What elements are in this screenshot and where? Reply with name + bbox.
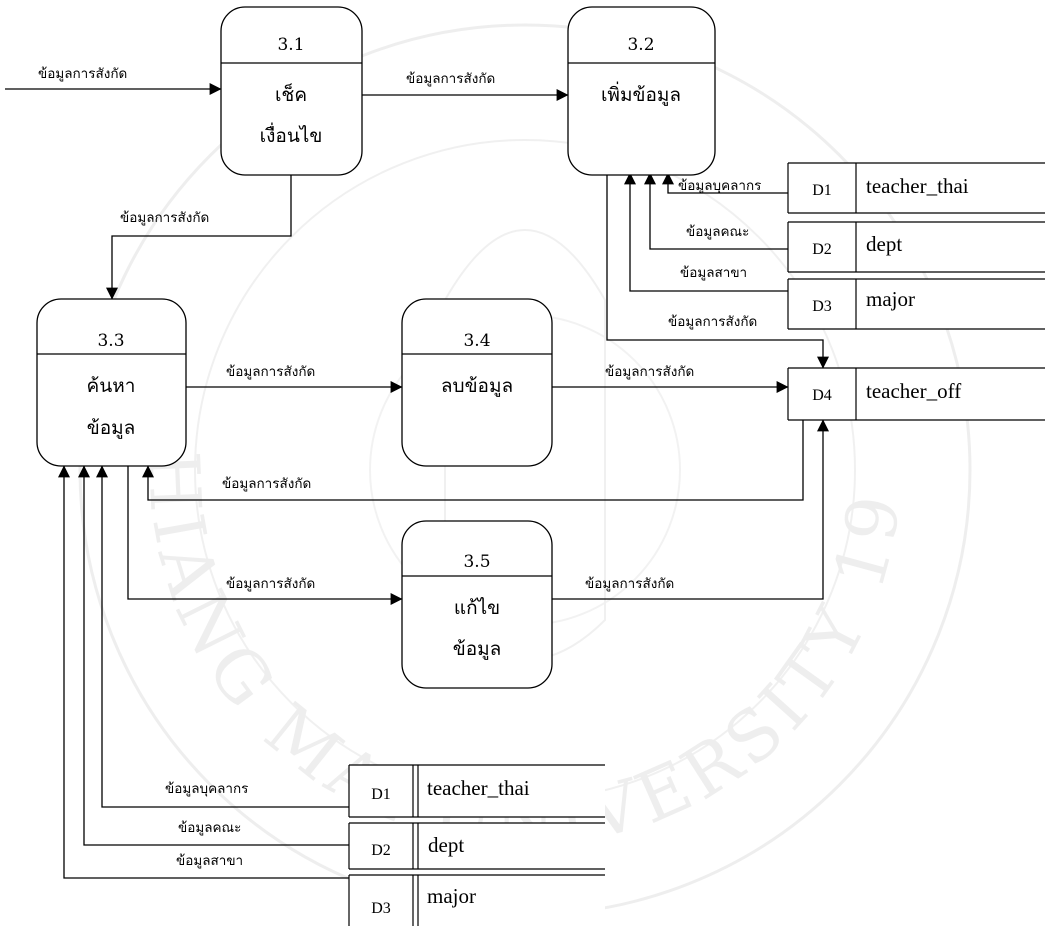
flow-label: ข้อมูลบุคลากร [678,178,761,194]
flow-bottom-d3-to-3-3: ข้อมูลสาขา [58,465,349,879]
flow-label: ข้อมูลการสังกัด [585,576,674,592]
flow-label: ข้อมูลคณะ [178,820,241,836]
process-id: 3.5 [463,552,490,572]
process-name: ลบข้อมูล [441,375,513,397]
flow-label: ข้อมูลการสังกัด [120,210,209,226]
data-store-bottom-d2: D2 dept [348,822,605,870]
data-store-bottom-d3: D3 major [348,874,605,926]
process-name: เงื่อนไข [260,122,323,147]
flow-bottom-d1-to-3-3: ข้อมูลบุคลากร [96,465,349,808]
flow-label: ข้อมูลคณะ [686,224,749,240]
flow-bottom-d2-to-3-3: ข้อมูลคณะ [78,465,349,846]
flow-3-5-to-d4: ข้อมูลการสังกัด [552,419,829,600]
flow-label: ข้อมูลการสังกัด [222,476,311,492]
store-id: D2 [371,842,391,859]
flow-3-2-to-d4: ข้อมูลการสังกัด [606,175,829,369]
data-store-bottom-d1: D1 teacher_thai [348,764,605,818]
flow-label: ข้อมูลการสังกัด [406,71,495,87]
store-id: D3 [812,298,832,315]
store-id: D4 [812,387,832,404]
process-3-3: 3.3 ค้นหา ข้อมูล [36,298,187,467]
process-name: เพิ่มข้อมูล [601,81,681,106]
data-store-d1: D1 teacher_thai [787,162,1045,214]
process-3-2: 3.2 เพิ่มข้อมูล [567,6,716,176]
process-name: แก้ไข [454,597,500,619]
process-name: ข้อมูล [87,417,136,439]
flow-3-1-to-3-3: ข้อมูลการสังกัด [106,175,292,300]
store-name: major [427,884,476,908]
flow-label: ข้อมูลการสังกัด [38,66,127,82]
flow-d2-to-3-2: ข้อมูลคณะ [644,172,788,250]
flow-3-3-to-3-4: ข้อมูลการสังกัด [186,364,403,393]
store-name: teacher_thai [427,776,530,800]
process-id: 3.1 [277,35,304,55]
store-id: D1 [371,786,391,803]
flow-3-1-to-3-2: ข้อมูลการสังกัด [362,71,569,101]
data-store-d4: D4 teacher_off [787,367,1045,421]
store-id: D3 [371,900,391,917]
process-id: 3.4 [463,331,490,351]
flow-label: ข้อมูลบุคลากร [165,781,248,797]
process-name: ค้นหา [87,375,136,397]
process-3-4: 3.4 ลบข้อมูล [401,298,553,467]
data-store-d2: D2 dept [787,221,1045,273]
data-store-d3: D3 major [787,278,1045,330]
flow-label: ข้อมูลการสังกัด [668,314,757,330]
store-id: D2 [812,241,832,258]
flow-3-3-to-3-5: ข้อมูลการสังกัด [127,466,403,605]
store-name: teacher_thai [866,174,969,198]
store-name: dept [428,833,464,857]
flow-3-4-to-d4: ข้อมูลการสังกัด [552,364,789,393]
flow-d3-to-3-2: ข้อมูลสาขา [624,172,788,292]
flow-label: ข้อมูลการสังกัด [605,364,694,380]
flow-label: ข้อมูลสาขา [680,265,747,281]
process-3-1: 3.1 เช็ค เงื่อนไข [220,6,363,176]
flow-label: ข้อมูลการสังกัด [226,364,315,380]
flow-d4-to-3-3: ข้อมูลการสังกัด [142,410,804,501]
process-id: 3.2 [627,35,654,55]
process-name: ข้อมูล [453,638,502,660]
store-name: teacher_off [866,379,961,403]
store-name: dept [866,232,902,256]
process-id: 3.3 [97,331,124,351]
flow-label: ข้อมูลสาขา [176,853,243,869]
process-3-5: 3.5 แก้ไข ข้อมูล [401,520,553,689]
store-name: major [866,287,915,311]
flow-d1-to-3-2: ข้อมูลบุคลากร [662,172,788,194]
flow-external-to-3-1: ข้อมูลการสังกัด [5,66,222,95]
store-id: D1 [812,182,832,199]
process-name: เช็ค [275,82,307,106]
flow-label: ข้อมูลการสังกัด [226,576,315,592]
